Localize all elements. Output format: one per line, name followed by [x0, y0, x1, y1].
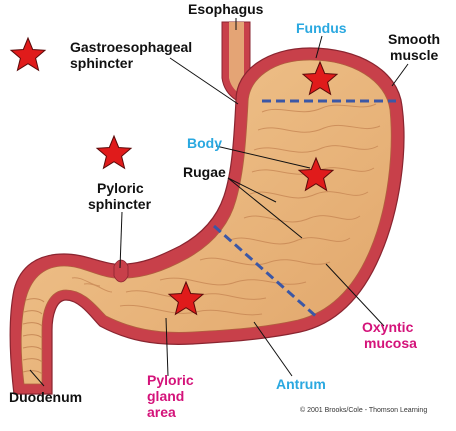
stars [9, 36, 339, 316]
label-pyloric-gland-line3: area [147, 404, 176, 420]
antrum-boundary-line [213, 224, 319, 320]
label-body: Body [187, 135, 222, 151]
star-body-icon [297, 156, 335, 192]
label-oxyntic-line1: Oxyntic [362, 319, 414, 335]
star-fundus-icon [301, 60, 339, 96]
stomach-illustration [9, 21, 405, 395]
star-pyloric-icon [95, 134, 133, 170]
label-gastroesophageal-line2: sphincter [70, 55, 134, 71]
label-gastroesophageal-line1: Gastroesophageal [70, 39, 192, 55]
label-duodenum: Duodenum [9, 389, 82, 405]
label-fundus: Fundus [296, 20, 347, 36]
label-pyloric-gland-line1: Pyloric [147, 372, 194, 388]
star-antrum-icon [167, 280, 205, 316]
label-oxyntic-line2: mucosa [364, 335, 417, 351]
duodenum-folds [22, 298, 45, 375]
label-esophagus: Esophagus [188, 1, 264, 17]
stomach-mucosa [20, 59, 392, 385]
pyloric-constriction [113, 259, 129, 283]
labels: Esophagus Fundus Smooth muscle Gastroeso… [9, 1, 440, 420]
star-legend-icon [9, 36, 47, 72]
copyright-text: © 2001 Brooks/Cole - Thomson Learning [300, 406, 427, 414]
label-smooth-muscle-line2: muscle [390, 47, 438, 63]
label-pyloric-sphincter-line2: sphincter [88, 196, 152, 212]
label-smooth-muscle-line1: Smooth [388, 31, 440, 47]
leader-lines [29, 18, 409, 387]
label-antrum: Antrum [276, 376, 326, 392]
label-rugae: Rugae [183, 164, 226, 180]
label-pyloric-sphincter-line1: Pyloric [97, 180, 144, 196]
label-pyloric-gland-line2: gland [147, 388, 184, 404]
